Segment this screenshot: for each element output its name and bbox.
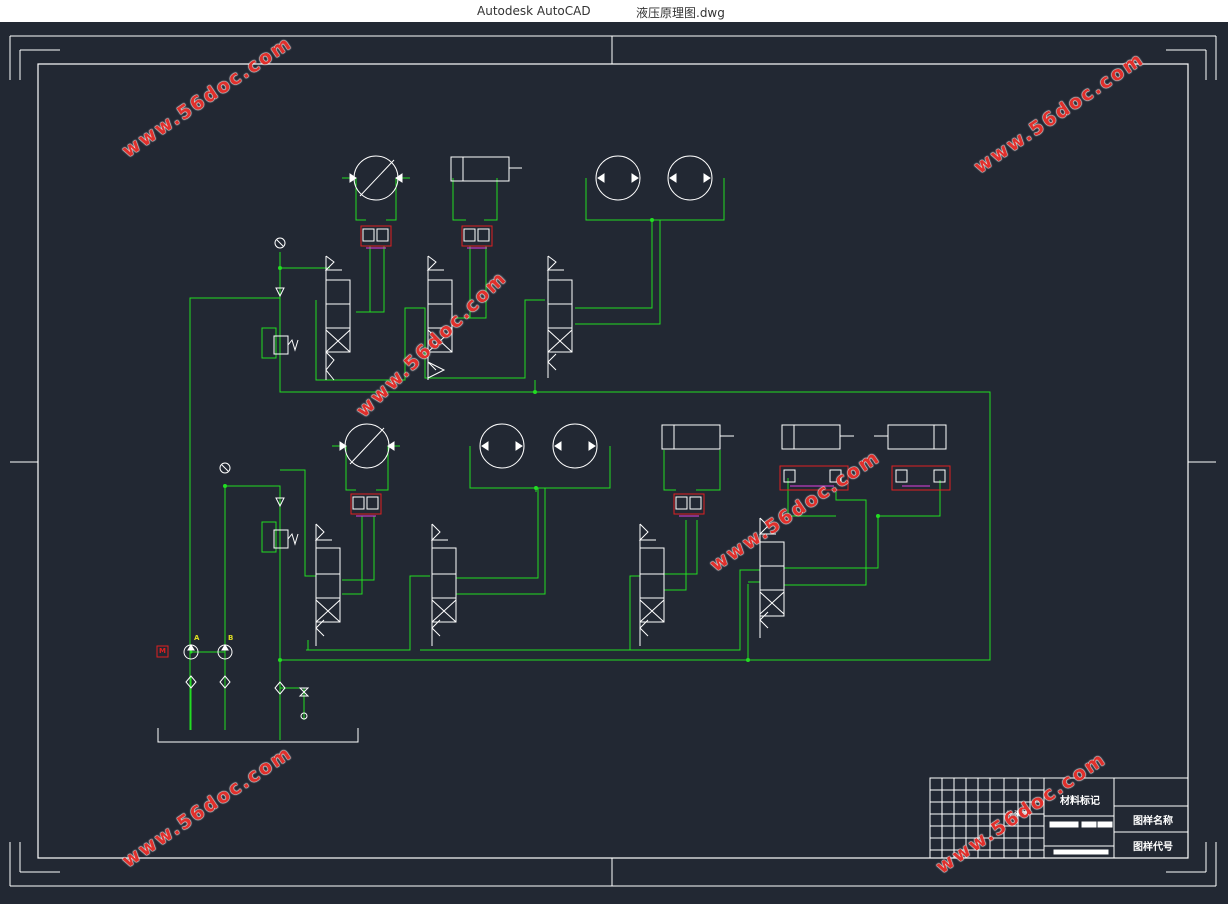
junction-dots bbox=[189, 218, 880, 662]
directional-valves bbox=[314, 255, 785, 646]
actuators bbox=[339, 155, 947, 469]
motor-label: M bbox=[159, 647, 166, 655]
drawing-name-label: 图样名称 bbox=[1133, 816, 1173, 827]
material-label: 材料标记 bbox=[1060, 796, 1100, 807]
file-title: 液压原理图.dwg bbox=[636, 6, 725, 20]
drawing-frame bbox=[9, 35, 1217, 887]
supply-components bbox=[156, 237, 359, 743]
sheet-count-label: 共 张 第 bbox=[1006, 811, 1029, 818]
upper-circuit-lines bbox=[189, 177, 991, 730]
title-bar: Autodesk AutoCAD 液压原理图.dwg bbox=[0, 0, 1228, 22]
drawing-canvas[interactable]: 材料标记 图样名称 图样代号 共 张 第 A B M www.56doc.com… bbox=[0, 22, 1228, 900]
pump-label-a: A bbox=[194, 634, 200, 642]
pump-label-b: B bbox=[228, 634, 234, 642]
check-valve-blocks bbox=[350, 225, 951, 517]
hydraulic-schematic bbox=[9, 35, 1217, 887]
lower-circuit-lines bbox=[190, 445, 941, 740]
title-block bbox=[929, 777, 1189, 859]
drawing-code-label: 图样代号 bbox=[1133, 842, 1173, 853]
app-title: Autodesk AutoCAD bbox=[477, 4, 591, 18]
